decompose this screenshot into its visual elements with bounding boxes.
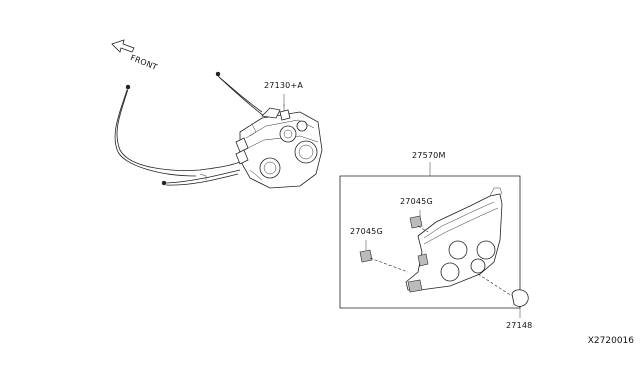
clip-left-label: 27045G bbox=[350, 227, 383, 236]
knob bbox=[477, 273, 529, 318]
control-cables bbox=[114, 71, 265, 186]
clip-upper-label: 27045G bbox=[400, 197, 433, 206]
heater-control-assembly bbox=[235, 104, 323, 189]
finisher-label: 27570M bbox=[412, 151, 446, 160]
knob-label: 27148 bbox=[506, 321, 533, 330]
front-arrow bbox=[111, 39, 135, 53]
clip-upper bbox=[409, 210, 423, 229]
finisher-panel bbox=[405, 187, 503, 293]
diagram-code: X2720016 bbox=[587, 336, 634, 346]
clip-left-dashline bbox=[369, 257, 409, 273]
control-assembly-label: 27130+A bbox=[264, 81, 304, 90]
clip-left bbox=[359, 240, 373, 263]
clip-upper-dashline bbox=[417, 225, 429, 233]
